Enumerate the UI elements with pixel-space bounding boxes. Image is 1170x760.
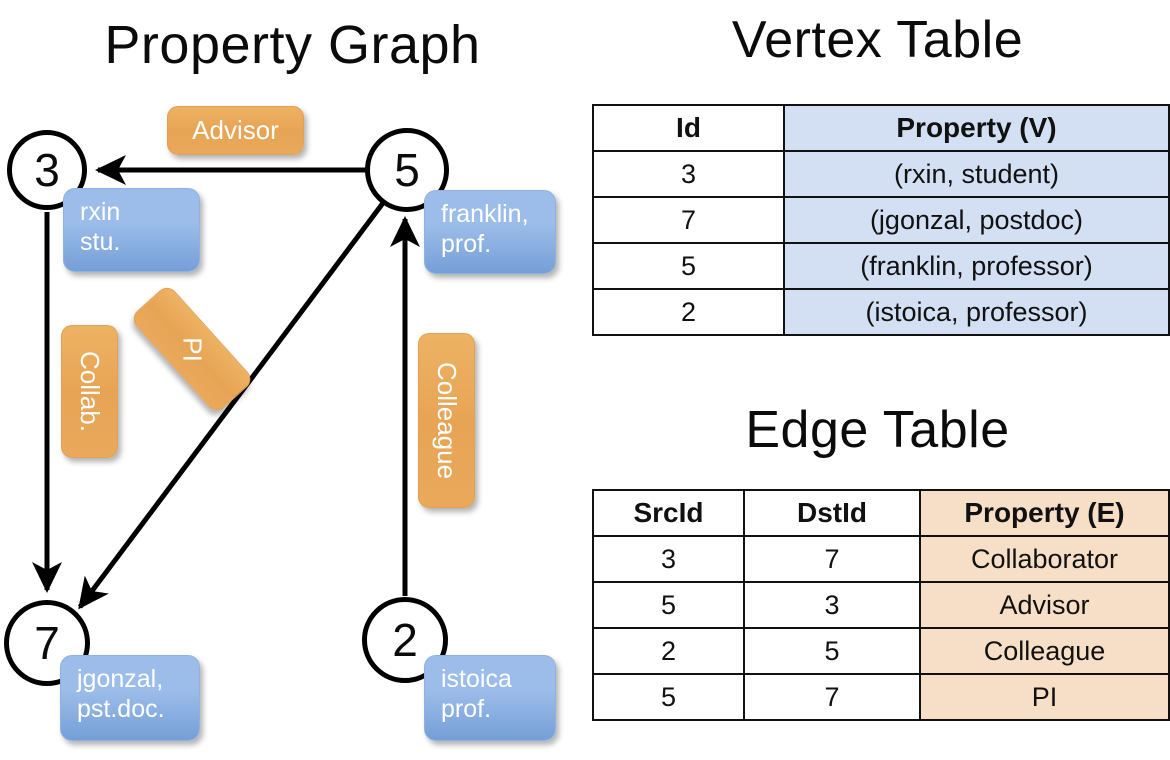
vertex-row-3-id: 2 (592, 288, 785, 336)
edge-row-2-src: 2 (592, 627, 745, 675)
edge-row-0-dst: 7 (743, 535, 921, 583)
edge-label-colleague-text: Colleague (432, 361, 462, 480)
vertex-property-7-line1: jgonzal, (77, 665, 164, 693)
vertex-table: Id Property (V) 3 (rxin, student) 7 (jgo… (592, 104, 1170, 336)
edge-table-header-row: SrcId DstId Property (E) (592, 489, 1170, 537)
graph-node-2[interactable]: 2 (362, 597, 448, 683)
edge-label-pi-text: PI (177, 336, 208, 362)
graph-edges-svg (32, 155, 420, 610)
edge-label-colleague: Colleague (418, 333, 475, 508)
edge-table: SrcId DstId Property (E) 3 7 Collaborato… (592, 489, 1170, 721)
graph-node-5[interactable]: 5 (365, 128, 449, 212)
edge-table-header-srcid: SrcId (592, 489, 745, 537)
vertex-row-1-id: 7 (592, 196, 785, 244)
table-row[interactable]: 3 7 Collaborator (592, 535, 1170, 583)
table-row[interactable]: 5 7 PI (592, 673, 1170, 721)
vertex-table-header-id: Id (592, 104, 785, 152)
table-row[interactable]: 2 (istoica, professor) (592, 288, 1170, 336)
vertex-property-7-line2: pst.doc. (77, 694, 165, 723)
edge-row-2-dst: 5 (743, 627, 921, 675)
vertex-property-2-line1: istoica (441, 665, 512, 693)
property-graph-diagram: 3 5 7 2 rxin stu. franklin, prof. jgonza… (4, 106, 556, 741)
edge-row-3-property: PI (919, 673, 1170, 721)
table-row[interactable]: 5 3 Advisor (592, 581, 1170, 629)
vertex-row-2-id: 5 (592, 242, 785, 290)
vertex-table-header-property: Property (V) (783, 104, 1170, 152)
edge-table-header-property: Property (E) (919, 489, 1170, 537)
edge-row-3-src: 5 (592, 673, 745, 721)
vertex-row-3-property: (istoica, professor) (783, 288, 1170, 336)
vertex-property-box-5: franklin, prof. (424, 190, 556, 274)
vertex-property-3-line2: stu. (80, 227, 121, 256)
edge-row-1-src: 5 (592, 581, 745, 629)
edge-table-header-dstid: DstId (743, 489, 921, 537)
table-row[interactable]: 2 5 Colleague (592, 627, 1170, 675)
edge-row-3-dst: 7 (743, 673, 921, 721)
edge-row-0-src: 3 (592, 535, 745, 583)
edge-row-0-property: Collaborator (919, 535, 1170, 583)
vertex-property-box-7: jgonzal, pst.doc. (60, 655, 200, 741)
edge-table-title: Edge Table (745, 401, 1010, 459)
table-row[interactable]: 7 (jgonzal, postdoc) (592, 196, 1170, 244)
vertex-table-header-row: Id Property (V) (592, 104, 1170, 152)
edge-label-collab: Collab. (61, 325, 118, 458)
edge-label-advisor-text: Advisor (192, 115, 279, 145)
edge-label-advisor: Advisor (167, 106, 304, 155)
vertex-row-1-property: (jgonzal, postdoc) (783, 196, 1170, 244)
vertex-property-box-3: rxin stu. (63, 188, 200, 272)
vertex-row-2-property: (franklin, professor) (783, 242, 1170, 290)
vertex-table-title: Vertex Table (731, 11, 1024, 69)
vertex-property-2-line2: prof. (441, 694, 492, 723)
property-graph-title: Property Graph (104, 15, 481, 75)
vertex-property-3-line1: rxin (80, 198, 121, 226)
edge-row-1-property: Advisor (919, 581, 1170, 629)
vertex-property-5-line2: prof. (441, 229, 492, 258)
edge-row-1-dst: 3 (743, 581, 921, 629)
table-row[interactable]: 3 (rxin, student) (592, 150, 1170, 198)
vertex-row-0-property: (rxin, student) (783, 150, 1170, 198)
edge-5-to-7 (78, 201, 385, 610)
vertex-property-box-2: istoica prof. (424, 655, 556, 741)
vertex-row-0-id: 3 (592, 150, 785, 198)
table-row[interactable]: 5 (franklin, professor) (592, 242, 1170, 290)
edge-label-collab-text: Collab. (75, 351, 105, 432)
vertex-property-5-line1: franklin, (441, 200, 529, 228)
edge-row-2-property: Colleague (919, 627, 1170, 675)
